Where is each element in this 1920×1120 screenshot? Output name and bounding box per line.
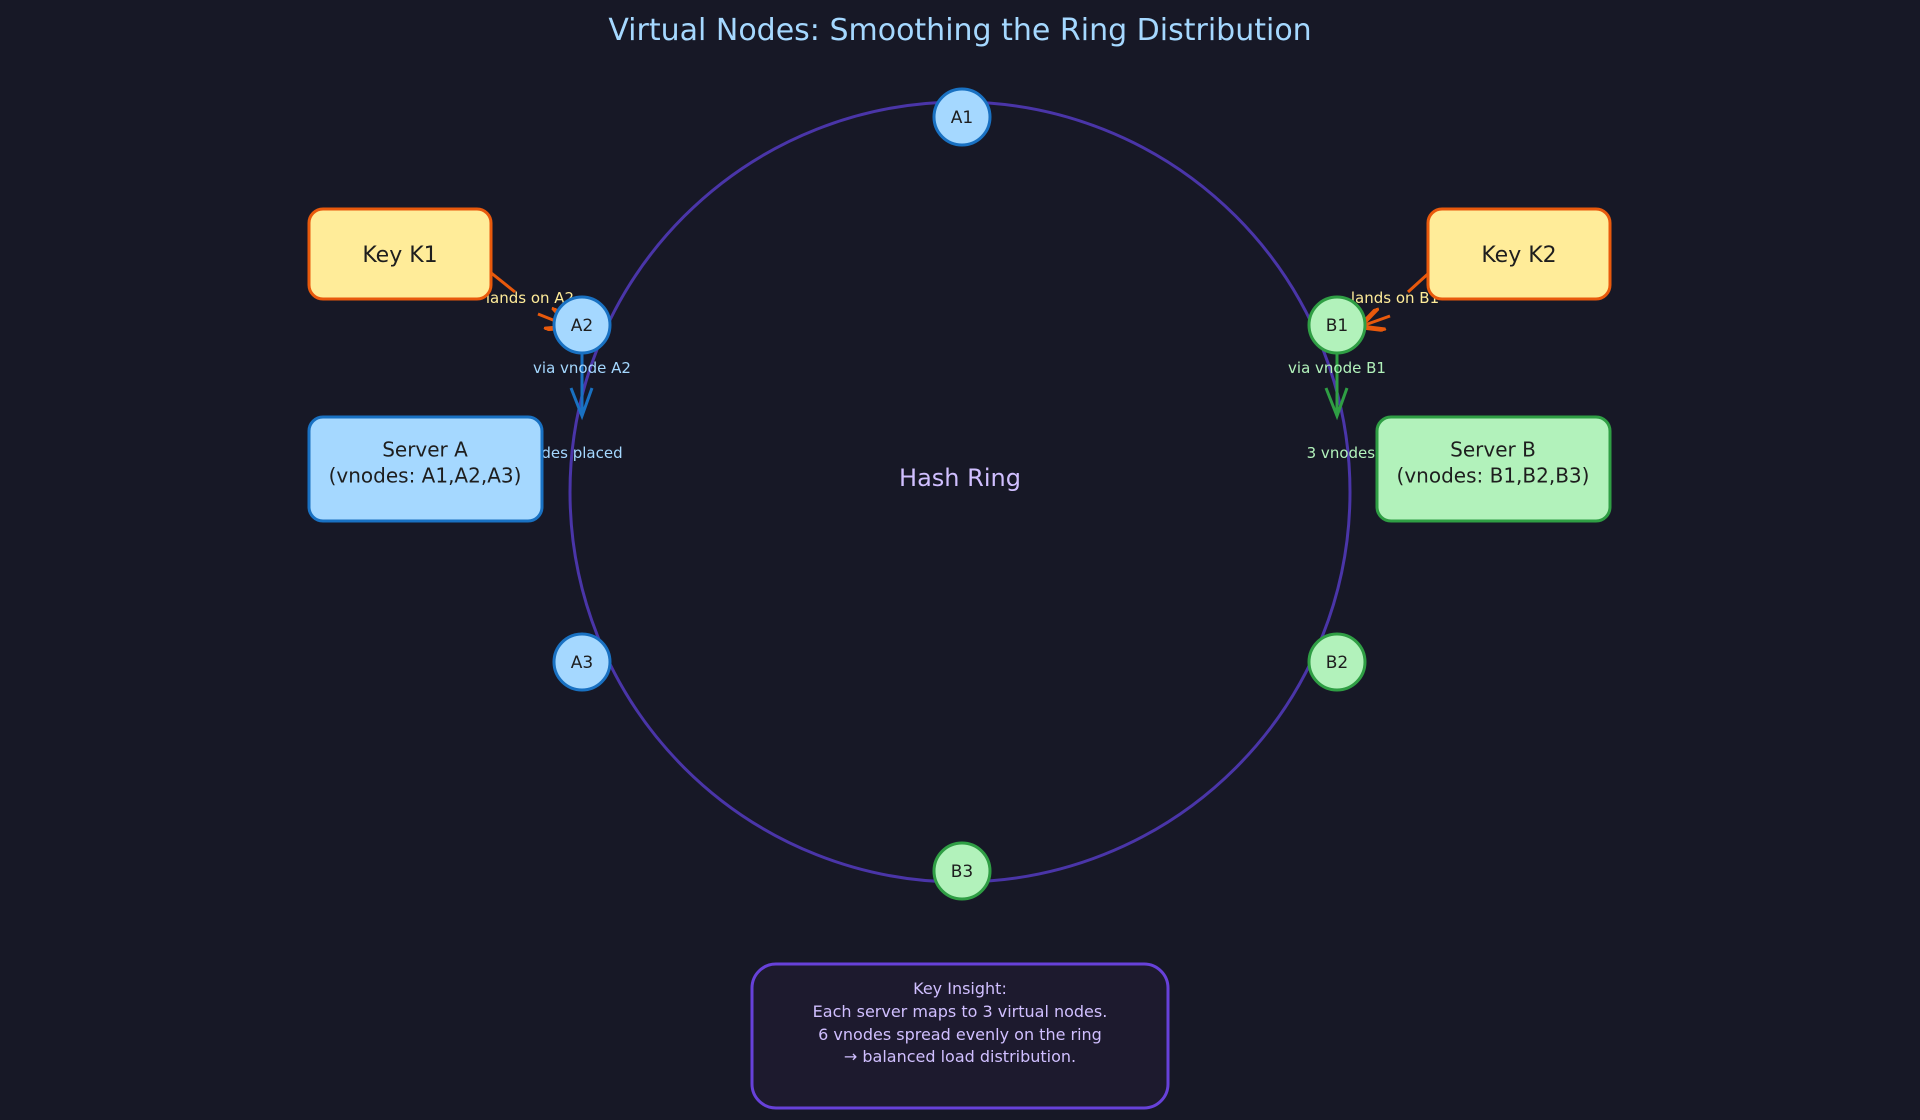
- vnode-b1: B1: [1307, 295, 1367, 355]
- hash-ring: [568, 100, 1352, 884]
- server-a-name: Server A: [382, 438, 468, 462]
- key-k2: Key K2: [1426, 207, 1612, 301]
- edge-b1-arrowhead: [1324, 387, 1349, 421]
- diagram-title: Virtual Nodes: Smoothing the Ring Distri…: [608, 13, 1311, 48]
- edge-server-a-placed-label: des placed: [541, 444, 622, 462]
- edge-a2-arrowhead: [569, 387, 594, 421]
- server-b-vnodes: (vnodes: B1,B2,B3): [1397, 464, 1590, 488]
- vnode-b2: B2: [1307, 632, 1367, 692]
- server-b-name: Server B: [1450, 438, 1536, 462]
- key-k1: Key K1: [307, 207, 493, 301]
- edge-k2-to-b1-arrow: [1362, 316, 1391, 326]
- key-insight-line-1: Each server maps to 3 virtual nodes.: [813, 1002, 1108, 1021]
- vnode-a1-label: A1: [951, 108, 973, 128]
- edge-k2-label: lands on B1: [1351, 289, 1439, 307]
- vnode-b2-label: B2: [1326, 653, 1348, 673]
- edge-b1-label: via vnode B1: [1288, 359, 1386, 377]
- edge-k1-label: lands on A2: [486, 289, 574, 307]
- key-insight-line-3: → balanced load distribution.: [844, 1047, 1076, 1066]
- vnode-a3: A3: [552, 632, 612, 692]
- vnode-a2: A2: [552, 295, 612, 355]
- key-insight-box: Key Insight: Each server maps to 3 virtu…: [750, 962, 1170, 1110]
- key-insight-line-2: 6 vnodes spread evenly on the ring: [818, 1025, 1102, 1044]
- vnode-b1-label: B1: [1326, 316, 1348, 336]
- edge-k1-to-a2: [489, 270, 516, 294]
- edge-server-b-placed-label: 3 vnodes p: [1307, 444, 1390, 462]
- vnode-a1: A1: [932, 87, 992, 147]
- key-k2-label: Key K2: [1481, 243, 1556, 268]
- server-b: Server B (vnodes: B1,B2,B3): [1375, 415, 1612, 523]
- edge-a2-label: via vnode A2: [533, 359, 631, 377]
- vnode-b3-label: B3: [951, 862, 973, 882]
- server-a: Server A (vnodes: A1,A2,A3): [307, 415, 544, 523]
- vnode-b3: B3: [932, 841, 992, 901]
- hash-ring-label: Hash Ring: [899, 464, 1021, 492]
- vnode-a2-label: A2: [571, 316, 593, 336]
- key-k1-label: Key K1: [362, 243, 437, 268]
- vnode-a3-label: A3: [571, 653, 593, 673]
- key-insight-heading: Key Insight:: [913, 979, 1007, 998]
- edge-k2-to-b1: [1406, 270, 1432, 294]
- server-a-vnodes: (vnodes: A1,A2,A3): [329, 464, 522, 488]
